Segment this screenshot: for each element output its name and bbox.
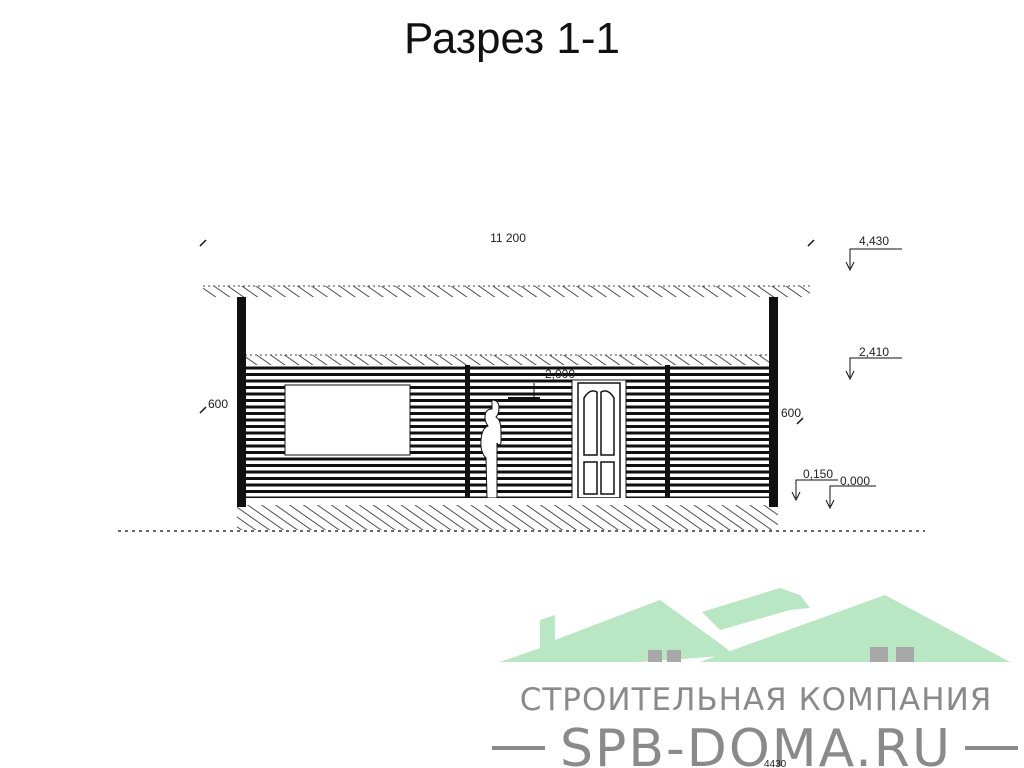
logo-roof-left: [500, 600, 735, 662]
logo-subtitle: СТРОИТЕЛЬНАЯ КОМПАНИЯ: [520, 682, 993, 718]
ground-level-label: 0,000: [840, 474, 870, 488]
left-height-label: 600: [208, 397, 228, 411]
level-marker-floor: [791, 479, 838, 502]
foundation: [237, 505, 778, 530]
ceiling-slab: [240, 355, 773, 365]
drawing-title: Разрез 1-1: [403, 14, 620, 63]
level-marker-ceiling: [845, 357, 902, 381]
logo-window: [870, 647, 888, 662]
level-marker-ridge: [845, 248, 902, 272]
company-logo: СТРОИТЕЛЬНАЯ КОМПАНИЯ SPB-DOMA.RU: [492, 588, 1018, 768]
logo-roof-middle: [702, 588, 810, 630]
ridge-level-label: 4,430: [859, 234, 889, 248]
floor: [246, 498, 769, 505]
ceiling-level-label: 2,410: [859, 345, 889, 359]
logo-window: [896, 647, 914, 662]
roof-slab: [203, 286, 810, 297]
logo-roof-right: [700, 595, 1010, 662]
right-post: [769, 297, 778, 507]
level-marker-ground: [825, 485, 876, 510]
floor-level-label: 0,150: [803, 467, 833, 481]
mid-post: [465, 365, 470, 500]
window: [284, 384, 411, 456]
bottom-level-label: 4430: [764, 759, 787, 768]
mid-post: [665, 365, 670, 500]
door: [571, 379, 627, 501]
logo-window: [648, 650, 662, 662]
logo-window: [667, 650, 681, 662]
right-height-label: 600: [781, 406, 801, 420]
overall-width-label: 11 200: [490, 231, 526, 245]
door-height-label: 2,000: [545, 367, 575, 381]
logo-name: SPB-DOMA.RU: [560, 719, 952, 768]
left-post: [237, 297, 246, 507]
